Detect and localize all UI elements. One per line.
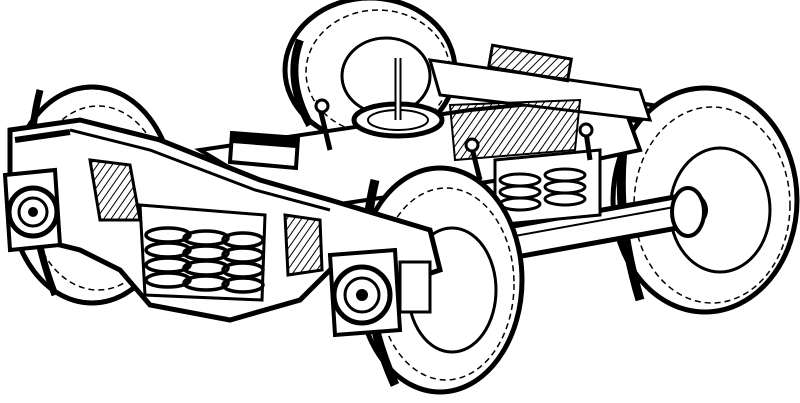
rear-spring-nest xyxy=(493,148,602,227)
rear-right-wheel xyxy=(610,85,800,315)
bolster xyxy=(194,43,653,213)
left-journal-box xyxy=(2,167,63,253)
front-spring-nest xyxy=(138,203,267,302)
center-plate xyxy=(351,58,445,139)
brake-rigging xyxy=(314,98,594,181)
right-journal-box xyxy=(327,247,432,338)
side-bearer xyxy=(227,130,301,171)
